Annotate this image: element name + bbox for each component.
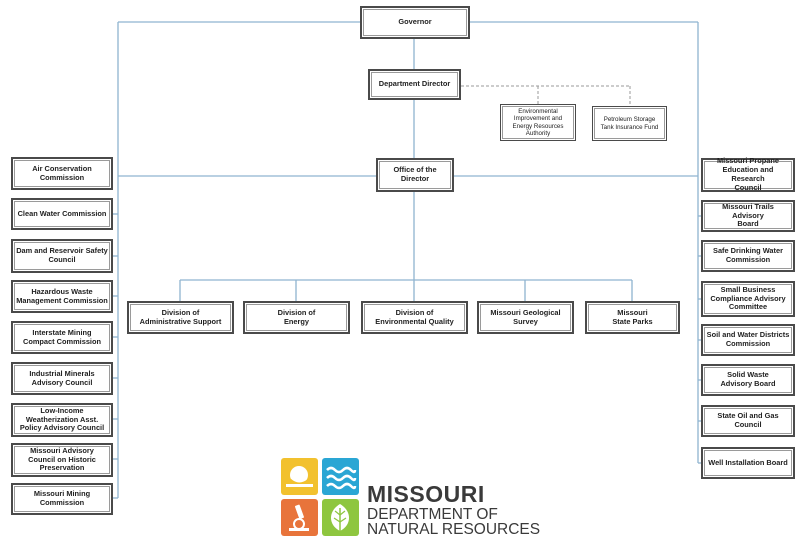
- division-label: Division of Administrative Support: [139, 307, 222, 326]
- left-board-label: Missouri Mining Commission: [33, 489, 91, 507]
- division-box: Missouri State Parks: [585, 301, 680, 334]
- left-board-box: Air Conservation Commission: [11, 157, 113, 190]
- logo-missouri-text: MISSOURI: [367, 481, 485, 507]
- right-board-label: Missouri Propane Education and Research …: [716, 156, 779, 192]
- right-board-box: Small Business Compliance Advisory Commi…: [701, 281, 795, 317]
- department-director-box: Department Director: [368, 69, 461, 100]
- division-label: Missouri Geological Survey: [490, 307, 561, 326]
- left-board-label: Missouri Advisory Council on Historic Pr…: [28, 445, 96, 473]
- left-board-label: Interstate Mining Compact Commission: [22, 327, 102, 346]
- left-board-box: Missouri Mining Commission: [11, 483, 113, 515]
- pstif-label: Petroleum Storage Tank Insurance Fund: [600, 116, 659, 131]
- eierda-box: Environmental Improvement and Energy Res…: [500, 104, 576, 141]
- left-board-box: Missouri Advisory Council on Historic Pr…: [11, 443, 113, 477]
- right-board-label: Solid Waste Advisory Board: [720, 370, 776, 388]
- division-label: Missouri State Parks: [612, 307, 653, 326]
- division-label: Division of Environmental Quality: [375, 307, 454, 326]
- right-board-box: Missouri Trails Advisory Board: [701, 200, 795, 232]
- left-board-box: Hazardous Waste Management Commission: [11, 280, 113, 313]
- right-board-box: Well Installation Board: [701, 447, 795, 479]
- left-board-label: Dam and Reservoir Safety Council: [16, 246, 108, 264]
- left-board-box: Industrial Minerals Advisory Council: [11, 362, 113, 395]
- department-director-label: Department Director: [378, 79, 451, 89]
- division-box: Missouri Geological Survey: [477, 301, 574, 334]
- left-board-box: Clean Water Commission: [11, 198, 113, 230]
- logo-department-text: DEPARTMENT OF: [367, 506, 498, 523]
- left-board-label: Hazardous Waste Management Commission: [16, 286, 108, 305]
- left-board-label: Air Conservation Commission: [32, 163, 92, 182]
- governor-label: Governor: [398, 17, 432, 27]
- left-board-label: Clean Water Commission: [17, 208, 107, 218]
- division-box: Division of Environmental Quality: [361, 301, 468, 334]
- office-of-director-box: Office of the Director: [376, 158, 454, 192]
- office-of-director-label: Office of the Director: [393, 165, 437, 183]
- eierda-label: Environmental Improvement and Energy Res…: [512, 107, 564, 137]
- left-board-box: Dam and Reservoir Safety Council: [11, 239, 113, 273]
- science-tile-icon: [281, 499, 318, 536]
- missouri-dnr-logo: MISSOURI DEPARTMENT OF NATURAL RESOURCES: [280, 457, 570, 541]
- right-board-box: State Oil and Gas Council: [701, 405, 795, 437]
- right-board-label: Soil and Water Districts Commission: [706, 330, 790, 348]
- division-box: Division of Energy: [243, 301, 350, 334]
- water-tile-icon: [322, 458, 359, 495]
- right-board-box: Soil and Water Districts Commission: [701, 324, 795, 356]
- right-board-box: Safe Drinking Water Commission: [701, 240, 795, 272]
- division-label: Division of Energy: [277, 307, 316, 326]
- logo-natural-resources-text: NATURAL RESOURCES: [367, 521, 541, 538]
- right-board-label: State Oil and Gas Council: [717, 411, 779, 429]
- pstif-box: Petroleum Storage Tank Insurance Fund: [592, 106, 667, 141]
- right-board-label: Missouri Trails Advisory Board: [722, 201, 774, 229]
- leaf-tile-icon: [322, 499, 359, 536]
- right-board-label: Safe Drinking Water Commission: [713, 246, 783, 264]
- sun-tile-icon: [281, 458, 318, 495]
- right-board-label: Well Installation Board: [708, 457, 788, 467]
- division-box: Division of Administrative Support: [127, 301, 234, 334]
- right-board-box: Solid Waste Advisory Board: [701, 364, 795, 396]
- left-board-label: Industrial Minerals Advisory Council: [29, 368, 95, 387]
- right-board-label: Small Business Compliance Advisory Commi…: [710, 284, 786, 312]
- left-board-box: Interstate Mining Compact Commission: [11, 321, 113, 354]
- governor-box: Governor: [360, 6, 470, 39]
- left-board-box: Low-Income Weatherization Asst. Policy A…: [11, 403, 113, 437]
- right-board-box: Missouri Propane Education and Research …: [701, 156, 795, 192]
- left-board-label: Low-Income Weatherization Asst. Policy A…: [19, 405, 105, 433]
